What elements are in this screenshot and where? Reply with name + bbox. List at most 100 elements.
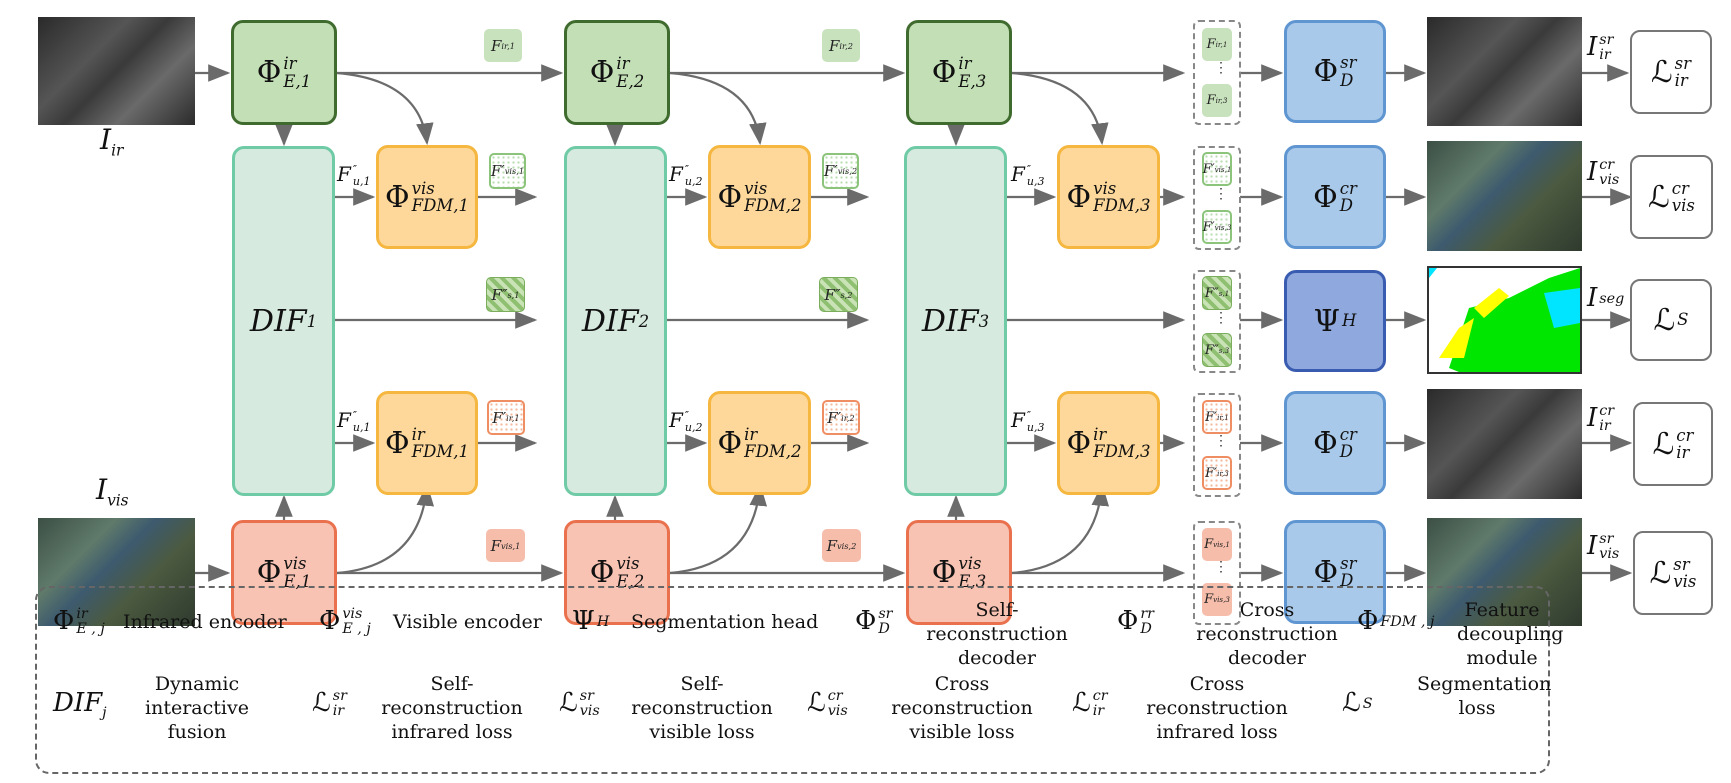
infrared-input-image	[38, 17, 195, 125]
legend-text: Cross reconstruction decoder	[1196, 599, 1338, 669]
legend-text: Segmentation head	[631, 611, 819, 633]
output-vis-cr-image	[1427, 141, 1582, 251]
output-ir-cr-image	[1427, 389, 1582, 499]
legend-text: Cross reconstruction infrared loss	[1146, 673, 1288, 743]
feature-stack-private-ir	[1193, 393, 1241, 497]
feature-stack-vis	[1193, 521, 1241, 625]
feature-tag-shared: F″s,1	[486, 277, 525, 312]
feature-tag-private-vis: F′vis,3	[1202, 210, 1232, 244]
feature-stack-private-vis	[1193, 146, 1241, 250]
feature-tag-private-ir: F′ir,2	[822, 400, 860, 435]
fusion-feature-label: F″u,1	[337, 162, 371, 188]
legend-text: Segmentation loss	[1417, 673, 1552, 719]
infrared-input-label: Iir	[100, 123, 124, 160]
ellipsis: ⋮	[1214, 60, 1228, 76]
legend-text: Self-reconstruction visible loss	[631, 673, 773, 743]
fusion-feature-label: F″u,2	[669, 408, 703, 434]
feature-tag-private-ir: F′ir,1	[487, 400, 525, 435]
legend-text: Self-reconstruction decoder	[926, 599, 1068, 669]
feature-tag-shared: F″s,2	[819, 277, 858, 312]
ellipsis: ⋮	[1214, 186, 1228, 202]
fusion-feature-label: F″u,3	[1011, 162, 1045, 188]
feature-stack-shared	[1193, 270, 1241, 373]
feature-stack-ir	[1193, 20, 1241, 125]
feature-tag-private-vis: F′vis,1	[1202, 152, 1232, 186]
ellipsis: ⋮	[1214, 433, 1228, 449]
ellipsis: ⋮	[1214, 310, 1228, 326]
feature-tag-private-vis: F′vis,2	[822, 153, 859, 189]
legend-symbol: DIFj	[53, 688, 107, 722]
fusion-feature-label: F″u,3	[1011, 408, 1045, 434]
legend-text: Feature decoupling module	[1457, 599, 1564, 669]
visible-input-label: Ivis	[96, 473, 129, 510]
output-ir-sr-image	[1427, 17, 1582, 126]
legend-text: Self-reconstruction infrared loss	[381, 673, 523, 743]
segmentation-map	[1429, 268, 1580, 372]
ellipsis: ⋮	[1214, 559, 1228, 575]
feature-tag-shared: F″s,3	[1202, 333, 1232, 367]
fusion-feature-label: F″u,1	[337, 408, 371, 434]
feature-tag-shared: F″s,1	[1202, 276, 1232, 310]
feature-tag-private-ir: F′ir,1	[1202, 400, 1232, 434]
output-segmentation-image	[1427, 266, 1582, 374]
visible-input-image	[38, 518, 195, 626]
fusion-feature-label: F″u,2	[669, 162, 703, 188]
feature-tag-private-ir: F′ir,3	[1202, 456, 1232, 490]
output-vis-sr-image	[1427, 518, 1582, 626]
legend-text: Infrared encoder	[123, 611, 287, 633]
legend-text: Visible encoder	[393, 611, 542, 633]
legend-text: Dynamic interactive fusion	[145, 673, 249, 743]
feature-tag-private-vis: F′vis,1	[489, 153, 526, 189]
